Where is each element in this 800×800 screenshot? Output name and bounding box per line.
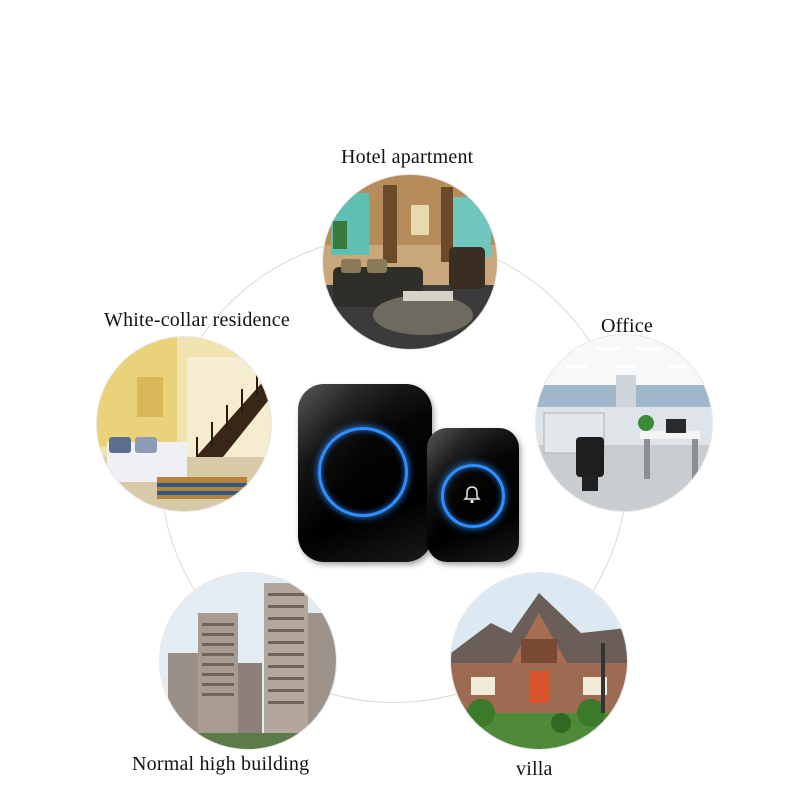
doorbell-receiver: [427, 428, 519, 562]
normal-high-building-photo: [160, 573, 336, 749]
villa-photo: [451, 573, 627, 749]
label-hotel-apartment: Hotel apartment: [341, 146, 474, 168]
bell-icon: [462, 485, 482, 505]
label-office: Office: [601, 315, 653, 337]
label-white-collar-residence: White-collar residence: [104, 309, 290, 331]
office-photo: [536, 335, 712, 511]
label-normal-high-building: Normal high building: [132, 753, 310, 775]
label-villa: villa: [516, 758, 553, 780]
receiver-led-ring: [441, 464, 505, 528]
transmitter-led-ring: [318, 427, 408, 517]
doorbell-transmitter: [298, 384, 432, 562]
white-collar-residence-photo: [97, 337, 271, 511]
hotel-apartment-photo: [323, 175, 497, 349]
